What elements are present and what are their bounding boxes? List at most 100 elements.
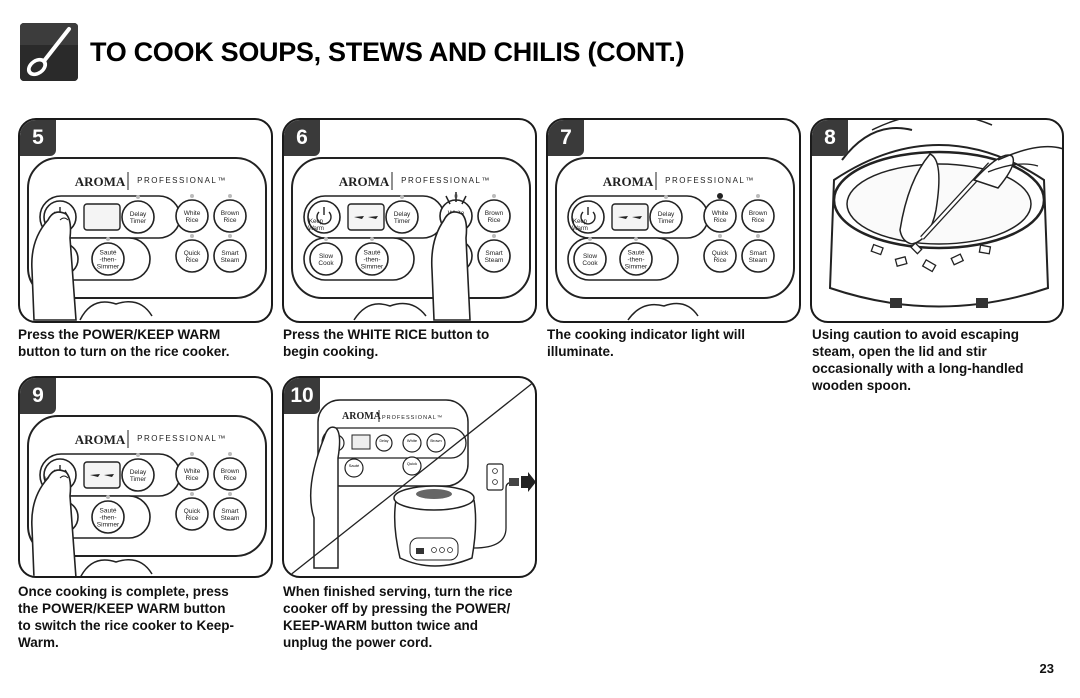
saute-simmer-button-label: Simmer	[97, 522, 120, 529]
brand-logo: AROMA	[75, 432, 126, 447]
indicator-dot	[228, 234, 232, 238]
keep-warm-label: Warm	[308, 226, 324, 232]
quick-rice-button-label: Rice	[185, 257, 198, 264]
delay-label: Delay	[380, 439, 389, 443]
lcd-display	[83, 461, 121, 489]
delay-timer-button	[385, 200, 419, 234]
brand-logo: AROMA	[603, 174, 654, 189]
white-rice-button-label: White	[712, 210, 729, 217]
display-dash	[354, 216, 364, 219]
indicator-dot	[588, 237, 592, 241]
indicator-dot	[190, 234, 194, 238]
indicator-dot	[324, 237, 328, 241]
smart-steam-button	[477, 239, 511, 273]
indicator-dot	[136, 195, 140, 199]
power-button	[571, 200, 605, 234]
finger-hand	[430, 211, 471, 321]
keep-warm-label: Warm	[572, 226, 588, 232]
saute-simmer-button-label: -then-	[100, 515, 117, 522]
brown-rice-button	[213, 199, 247, 233]
quick-rice-button	[703, 239, 737, 273]
quick-rice-button-label: Quick	[712, 250, 729, 257]
smart-steam-button-label: Smart	[221, 250, 239, 257]
control-panel: AROMAPROFESSIONAL™KeepWarmDelayTimerWhit…	[291, 157, 531, 321]
brand-line: PROFESSIONAL™	[401, 176, 491, 185]
finger-hand	[31, 211, 77, 321]
saute-simmer-button-label: -then-	[628, 257, 645, 264]
step-number: 10	[284, 378, 320, 414]
lcd-display	[611, 203, 649, 231]
press-indicator-icon	[445, 192, 467, 205]
saute-simmer-button-label: Sauté	[100, 250, 117, 257]
brown-rice-button-label: Brown	[749, 210, 768, 217]
indicator-dot	[756, 194, 760, 198]
saute-simmer-button-label: -then-	[364, 257, 381, 264]
indicator-dot	[664, 195, 668, 199]
quick-rice-button	[175, 497, 209, 531]
step-9-panel: AROMAPROFESSIONAL™KeepWarmDelayTimerWhit…	[18, 376, 273, 578]
indicator-dot	[106, 237, 110, 241]
fingernail	[59, 217, 69, 221]
white-rice-button	[703, 199, 737, 233]
step-10-panel: AROMA PROFESSIONAL™ Delay White Brown Sa…	[282, 376, 537, 578]
page-title: TO COOK SOUPS, STEWS AND CHILIS (CONT.)	[90, 36, 685, 67]
delay-timer-button-label: Delay	[130, 469, 147, 476]
delay-timer-button-label: Timer	[130, 476, 147, 483]
brand-logo: AROMA	[342, 411, 382, 422]
indicator-dot	[492, 234, 496, 238]
step-number: 8	[812, 120, 848, 156]
slow-cook-button	[573, 242, 607, 276]
saute-simmer-button-label: Simmer	[625, 264, 648, 271]
white-rice-button-label: Rice	[713, 217, 726, 224]
brown-rice-button-label: Brown	[485, 210, 504, 217]
delay-timer-button	[121, 200, 155, 234]
saute-simmer-button-label: Sauté	[100, 508, 117, 515]
slow-cook-button-label: Slow	[583, 253, 597, 260]
white-label: White	[407, 438, 418, 443]
delay-timer-button-label: Timer	[130, 218, 147, 225]
brown-rice-button-label: Rice	[223, 217, 236, 224]
delay-timer-button-label: Delay	[394, 211, 411, 218]
display-dash	[618, 216, 628, 219]
saute-label: Sauté	[349, 463, 360, 468]
knuckles	[627, 302, 699, 321]
smart-steam-button	[213, 239, 247, 273]
indicator-dot	[190, 452, 194, 456]
white-rice-button-label: White	[184, 210, 201, 217]
indicator-dot	[718, 234, 722, 238]
lcd-display	[347, 203, 385, 231]
saute-simmer-button	[91, 500, 125, 534]
indicator-dot	[634, 237, 638, 241]
step-number: 6	[284, 120, 320, 156]
saute-simmer-button-label: Sauté	[364, 250, 381, 257]
white-rice-button-label: Rice	[185, 217, 198, 224]
saute-simmer-button-label: Sauté	[628, 250, 645, 257]
finger-hand	[31, 469, 77, 576]
brown-rice-button-label: Brown	[221, 210, 240, 217]
ladle-icon	[20, 23, 78, 81]
white-rice-button	[175, 199, 209, 233]
control-panel: AROMAPROFESSIONAL™KeepWarmDelayTimerWhit…	[27, 415, 267, 576]
control-panel-illustration: AROMAPROFESSIONAL™KeepWarmDelayTimerWhit…	[291, 157, 531, 321]
saute-simmer-button	[91, 242, 125, 276]
indicator-dot	[136, 453, 140, 457]
indicator-dot	[370, 237, 374, 241]
slow-cook-button-label: Slow	[319, 253, 333, 260]
step-8-panel: 8	[810, 118, 1064, 323]
brand-line: PROFESSIONAL™	[665, 176, 755, 185]
indicator-dot	[492, 194, 496, 198]
brown-rice-button	[741, 199, 775, 233]
unplug-illustration: AROMA PROFESSIONAL™ Delay White Brown Sa…	[288, 380, 535, 576]
brown-rice-button	[213, 457, 247, 491]
knuckles	[80, 559, 153, 576]
white-rice-button	[175, 457, 209, 491]
indicator-dot	[190, 194, 194, 198]
brown-rice-button	[477, 199, 511, 233]
indicator-dot	[400, 195, 404, 199]
smart-steam-button-label: Steam	[749, 257, 768, 264]
